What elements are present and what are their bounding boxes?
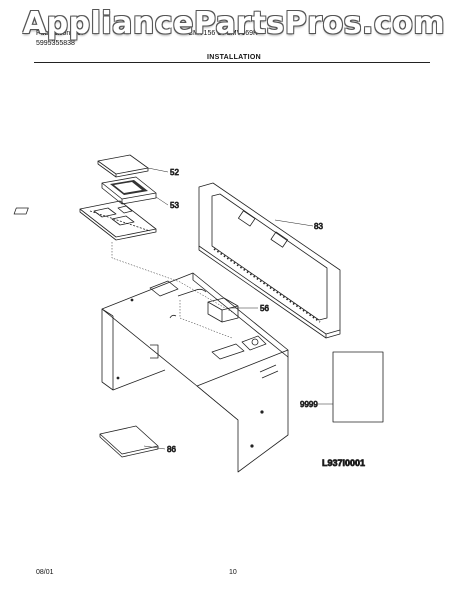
part-83-shape xyxy=(198,182,341,339)
section-title: INSTALLATION xyxy=(207,54,261,61)
part-9999-shape xyxy=(332,351,384,423)
part-86-shape xyxy=(99,425,159,458)
filter-grille-shape xyxy=(13,200,157,241)
header-rule xyxy=(34,62,430,63)
callout-9999: 9999 xyxy=(300,400,318,409)
leader-lines xyxy=(111,167,333,450)
footer-date: 08/01 xyxy=(36,569,54,576)
callout-83: 83 xyxy=(314,222,323,231)
page-number: 10 xyxy=(229,569,237,576)
part-52-shape xyxy=(97,154,149,178)
part-56-shape xyxy=(207,297,239,323)
publication-label: Publication No. xyxy=(36,30,84,37)
callout-56: 56 xyxy=(260,304,269,313)
cabinet-wrapper-shape xyxy=(101,272,289,473)
callout-53: 53 xyxy=(170,201,179,210)
diagram-code: L937I0001 xyxy=(322,458,365,468)
callout-52: 52 xyxy=(170,168,179,177)
part-53-shape xyxy=(101,176,157,205)
watermark-logo: AppliancePartsPros.com xyxy=(22,6,446,41)
publication-number: 5995355838 xyxy=(36,40,75,47)
callout-86: 86 xyxy=(167,445,176,454)
model-numbers: CMV156 CPLMV169K xyxy=(188,30,258,37)
